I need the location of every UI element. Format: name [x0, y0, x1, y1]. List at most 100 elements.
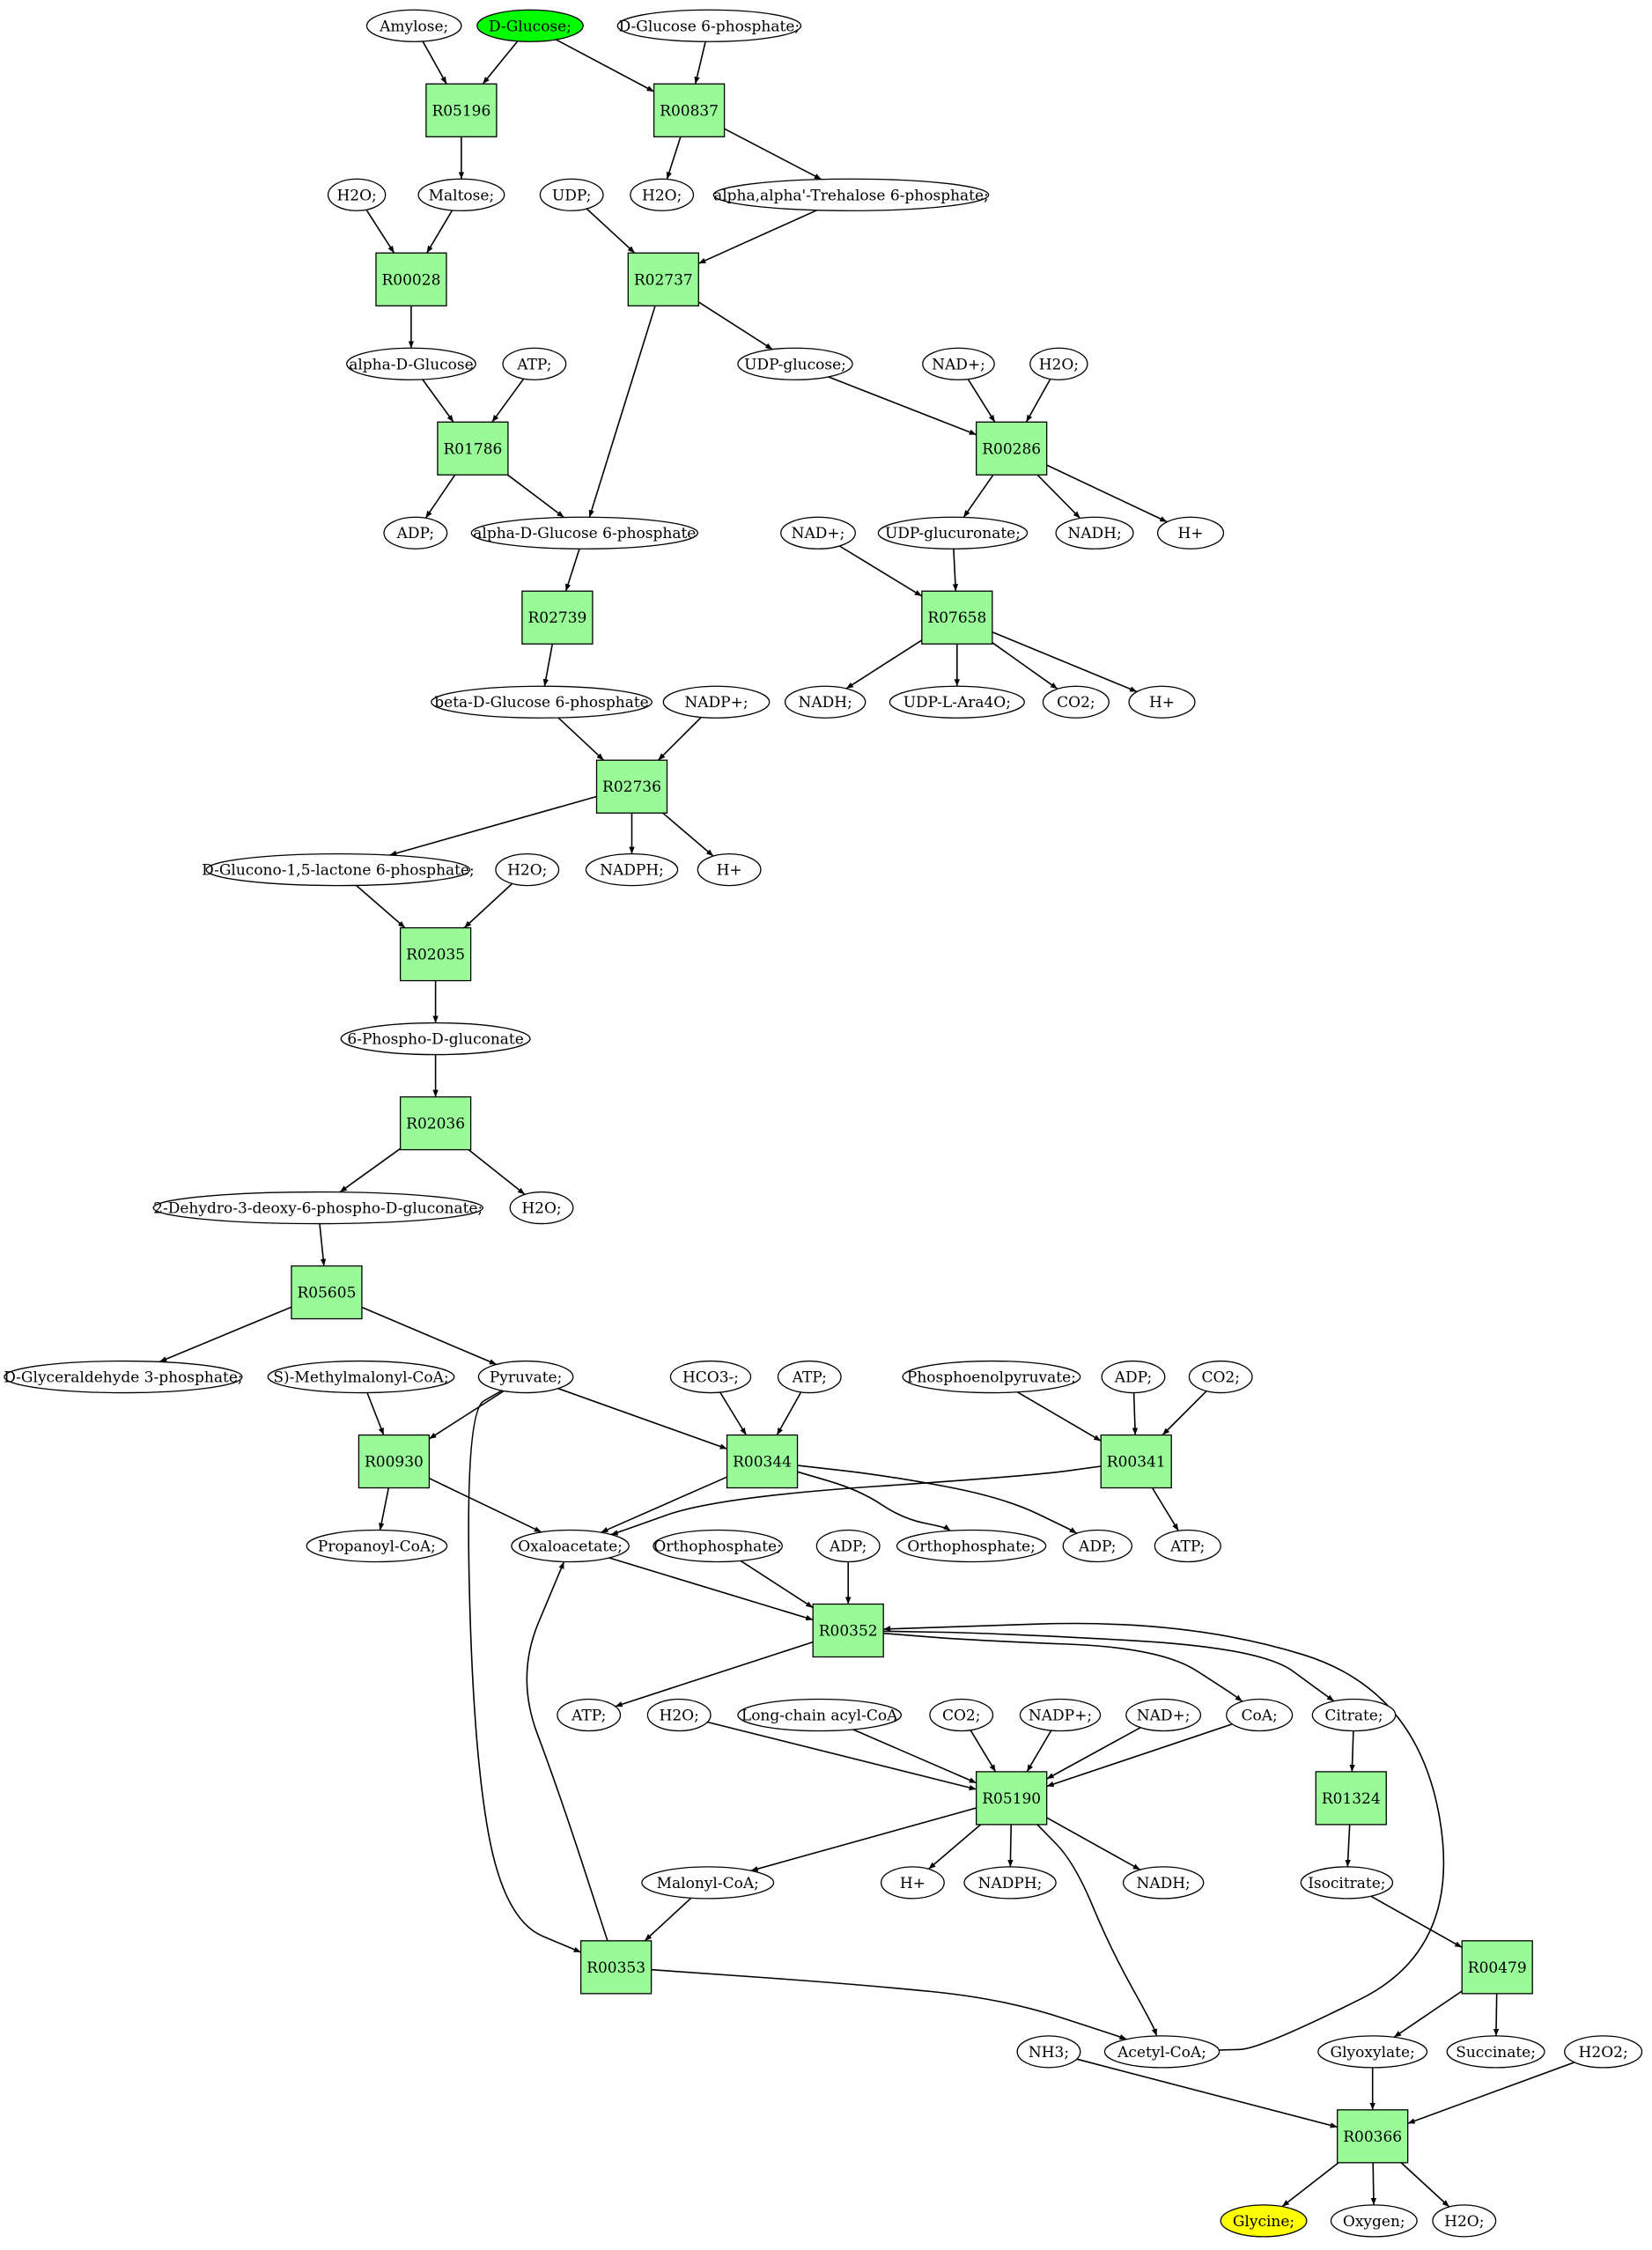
compound-node-hplus_1: H+	[1156, 516, 1225, 550]
compound-ellipse	[712, 178, 990, 211]
reaction-node-R05605: R05605	[291, 1265, 363, 1320]
node-label: Long-chain acyl-CoA	[741, 1708, 898, 1725]
edge-ortho_1-to-R00352	[740, 1560, 814, 1609]
edge-nadp_1-to-R02736	[657, 716, 702, 761]
edge-R05605-to-pyruvate	[361, 1306, 498, 1366]
node-label: R01786	[443, 440, 502, 458]
edge-co2_3-to-R05190	[970, 1730, 997, 1773]
reaction-node-R00353: R00353	[579, 1940, 653, 1995]
edge-R00837-to-h2o_2	[666, 136, 682, 180]
compound-ellipse	[780, 516, 856, 550]
node-label: NADPH;	[600, 862, 664, 880]
edge-R02036-to-h2o_5	[468, 1148, 526, 1195]
compound-ellipse	[4, 1360, 243, 1394]
edge-R00352-to-coa	[883, 1632, 1243, 1702]
node-label: D-Glucose 6-phosphate;	[619, 18, 800, 35]
compound-ellipse	[1019, 1698, 1102, 1732]
node-label: NAD+;	[1137, 1708, 1191, 1725]
compound-node-udpglucose: UDP-glucose;	[737, 347, 853, 380]
node-label: H2O;	[336, 187, 376, 204]
node-label: CO2;	[1057, 694, 1095, 712]
compound-node-glycine: Glycine;	[1220, 2204, 1308, 2238]
edge-R00479-to-glyoxylate	[1393, 1990, 1463, 2038]
reaction-box	[358, 1434, 431, 1489]
node-label: R00837	[660, 102, 719, 120]
edge-R00341-to-oxaloacetate	[610, 1465, 1102, 1536]
compound-ellipse	[1055, 516, 1134, 550]
compound-node-maltose: Maltose;	[417, 178, 505, 211]
compound-ellipse	[815, 1529, 881, 1563]
edge-R00352-to-citrate	[883, 1630, 1335, 1702]
node-label: R00366	[1343, 2128, 1402, 2146]
edge-hco3-to-R00344	[719, 1391, 747, 1435]
compound-node-gap: D-Glyceraldehyde 3-phosphate;	[4, 1360, 243, 1394]
compound-ellipse	[880, 1866, 945, 1900]
compound-ellipse	[502, 347, 567, 380]
edge-R00930-to-propanoyl	[379, 1487, 390, 1531]
edge-lcacyl-to-R05190	[852, 1729, 977, 1784]
edge-R00341-to-atp_3	[1151, 1487, 1179, 1531]
reaction-box	[521, 590, 594, 645]
edge-udpglucose-to-R00286	[828, 376, 977, 436]
compound-node-pyruvate: Pyruvate;	[477, 1360, 574, 1394]
compound-node-adp_4: ADP;	[1062, 1529, 1132, 1563]
node-label: ATP;	[792, 1369, 827, 1387]
edge-h2o2-to-R00366	[1407, 2062, 1575, 2124]
node-label: alpha,alpha'-Trehalose 6-phosphate;	[713, 187, 989, 204]
compound-node-dglucono: D-Glucono-1,5-lactone 6-phosphate;	[202, 852, 475, 887]
compound-node-nadp_2: NADP+;	[1019, 1698, 1102, 1732]
node-label: UDP-glucose;	[744, 356, 846, 373]
compound-ellipse	[1125, 1698, 1202, 1732]
compound-ellipse	[963, 1866, 1057, 1900]
node-label: ADP;	[396, 525, 434, 542]
compound-ellipse	[646, 1698, 712, 1732]
edge-udpglucuronate-to-R07658	[952, 549, 959, 592]
node-label: Succinate;	[1456, 2044, 1536, 2062]
reaction-box	[653, 83, 726, 137]
edge-dg6p-to-R00837	[694, 41, 706, 85]
reaction-node-R07658: R07658	[921, 590, 993, 645]
node-label: ADP;	[1114, 1369, 1152, 1387]
compound-node-nadh_1: NADH;	[1055, 516, 1134, 550]
node-label: NADPH;	[978, 1875, 1043, 1892]
node-label: D-Glucose;	[489, 18, 572, 35]
compound-node-ortho_2: Orthophosphate;	[896, 1529, 1047, 1563]
node-label: R00479	[1468, 1959, 1527, 1977]
compound-node-oxaloacetate: Oxaloacetate;	[511, 1529, 630, 1563]
compound-node-acetylcoa: Acetyl-CoA;	[1103, 2035, 1221, 2069]
compound-ellipse	[1446, 2035, 1545, 2069]
node-label: Malonyl-CoA;	[657, 1875, 759, 1892]
node-label: R00286	[982, 440, 1041, 458]
reaction-box	[425, 83, 498, 137]
compound-node-methylmalonyl: S)-Methylmalonyl-CoA;	[267, 1360, 455, 1394]
edge-R02736-to-dglucono	[389, 795, 597, 856]
edge-R00352-to-atp_4	[615, 1641, 814, 1708]
reaction-node-R02737: R02737	[627, 252, 699, 306]
edge-R02036-to-kdpg	[339, 1147, 402, 1193]
node-label: D-Glyceraldehyde 3-phosphate;	[4, 1369, 242, 1387]
reaction-box	[375, 252, 447, 306]
node-label: NAD+;	[792, 525, 845, 542]
edge-dglucono-to-R02035	[355, 884, 406, 929]
edge-R02739-to-betadg6p	[542, 644, 554, 687]
compound-node-nad_3: NAD+;	[1125, 1698, 1202, 1732]
compound-node-hplus_3: H+	[697, 852, 762, 887]
edge-R05190-to-malonyl	[750, 1807, 977, 1872]
edge-h2o_1-to-R00028	[365, 209, 395, 254]
edge-malonyl-to-R00353	[644, 1897, 692, 1942]
node-label: CO2;	[1201, 1369, 1240, 1387]
reaction-box	[1461, 1940, 1533, 1995]
edge-acetylcoa-to-R00352	[883, 1622, 1445, 2051]
node-label: NADH;	[1067, 525, 1121, 542]
edge-R00479-to-succinate	[1493, 1993, 1500, 2036]
node-label: H+	[717, 862, 742, 880]
node-label: Pyruvate;	[490, 1369, 562, 1387]
edge-R00344-to-ortho_2	[797, 1471, 951, 1531]
node-label: UDP-glucuronate;	[885, 525, 1021, 542]
compound-node-amylose: Amylose;	[365, 9, 462, 42]
compound-ellipse	[653, 1529, 783, 1563]
edge-pyruvate-to-R00344	[557, 1387, 727, 1450]
compound-ellipse	[889, 685, 1025, 719]
reaction-box	[1315, 1771, 1387, 1826]
edge-R00353-to-acetylcoa	[651, 1968, 1127, 2040]
